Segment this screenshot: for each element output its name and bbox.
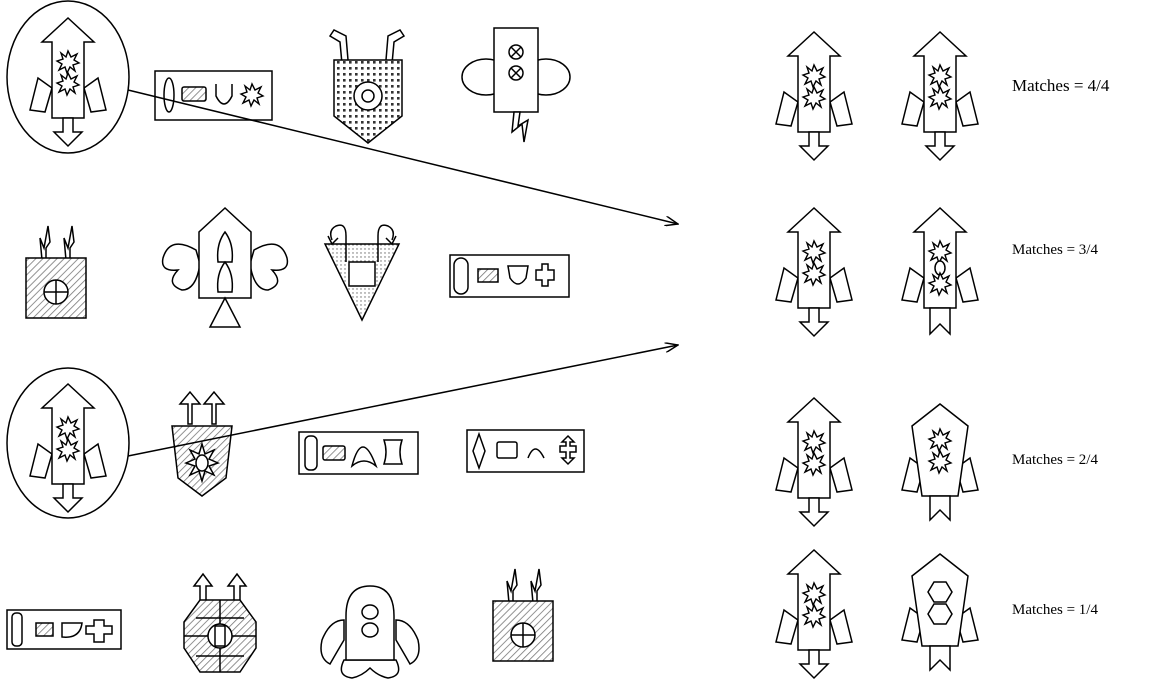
source-item-2-2 <box>163 208 288 327</box>
match-label-4: Matches = 1/4 <box>1012 602 1098 618</box>
comparison-pair-4: Matches = 1/4 <box>776 550 1098 678</box>
comparison-pair-2: Matches = 3/4 <box>776 208 1098 336</box>
pair-2-candidate-icon <box>902 208 978 334</box>
source-item-3-2 <box>172 392 232 496</box>
pair-4-candidate-icon <box>902 554 978 670</box>
pair-1-candidate-icon <box>902 32 978 160</box>
source-item-2-3 <box>325 225 399 320</box>
source-item-1-1 <box>7 1 129 153</box>
pair-2-reference-icon <box>776 208 852 336</box>
pair-1-reference-icon <box>776 32 852 160</box>
source-item-2-4 <box>450 255 569 297</box>
source-item-1-3 <box>330 30 404 143</box>
source-item-4-4 <box>493 569 553 661</box>
match-arrow-top <box>128 90 678 224</box>
pair-3-reference-icon <box>776 398 852 526</box>
source-item-4-2 <box>184 574 256 672</box>
comparison-pair-1: Matches = 4/4 <box>776 32 1110 160</box>
pair-4-reference-icon <box>776 550 852 678</box>
match-label-3: Matches = 2/4 <box>1012 452 1098 468</box>
source-item-3-3 <box>299 432 418 474</box>
match-label-2: Matches = 3/4 <box>1012 242 1098 258</box>
source-item-3-1 <box>7 368 129 518</box>
source-item-1-2 <box>155 71 272 120</box>
source-item-3-4 <box>467 430 584 472</box>
source-item-4-3 <box>321 586 419 678</box>
comparison-pair-3: Matches = 2/4 <box>776 398 1098 526</box>
source-item-2-1 <box>26 226 86 318</box>
pair-3-candidate-icon <box>902 404 978 520</box>
source-item-1-4 <box>462 28 570 142</box>
source-item-4-1 <box>7 610 121 649</box>
match-label-1: Matches = 4/4 <box>1012 76 1110 95</box>
